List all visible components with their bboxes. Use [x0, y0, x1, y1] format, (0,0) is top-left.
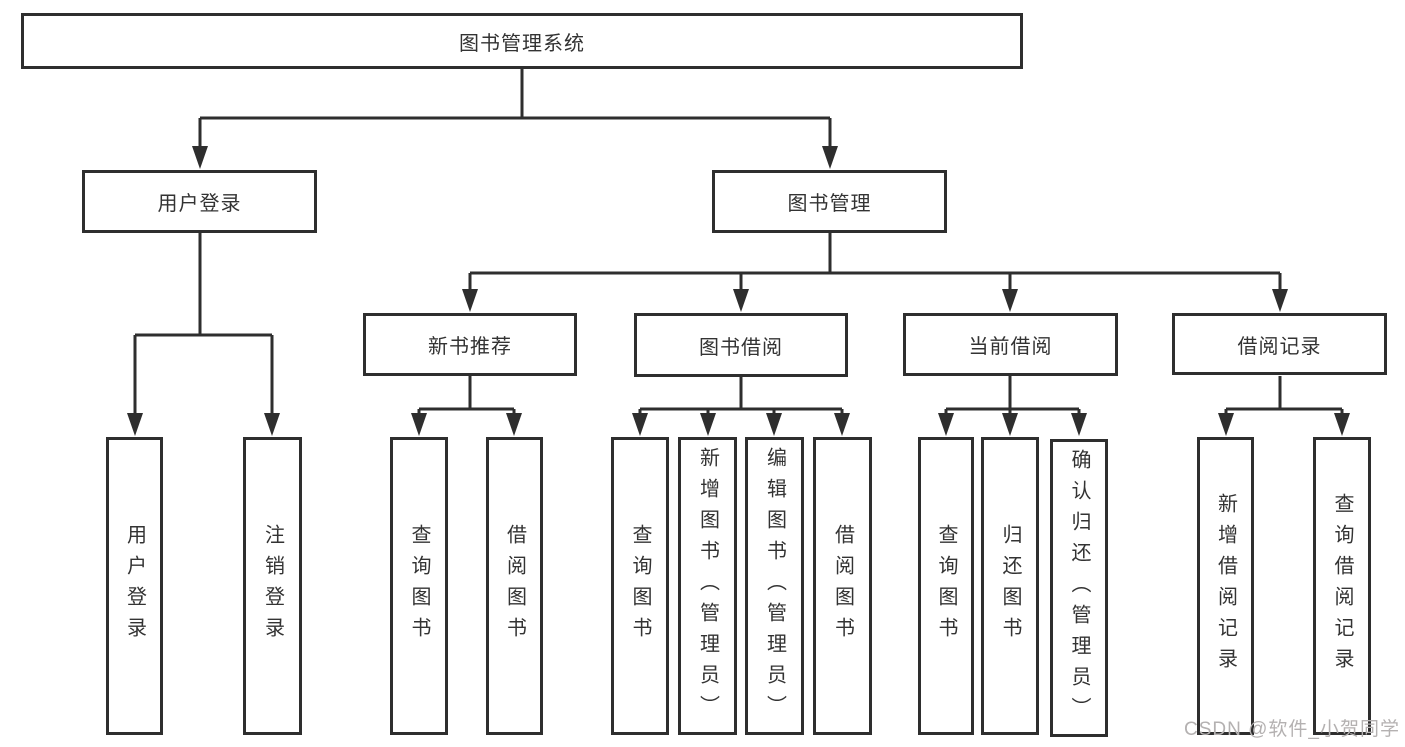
arrowhead-down-icon — [1272, 289, 1288, 312]
leaf-add-borrow-record-label: 新增借阅记录 — [1214, 493, 1237, 679]
node-book-borrowing: 图书借阅 — [634, 313, 848, 377]
arrowhead-down-icon — [822, 146, 838, 169]
arrowhead-down-icon — [632, 413, 648, 436]
leaf-user-login-label: 用户登录 — [123, 524, 146, 648]
node-root: 图书管理系统 — [21, 13, 1023, 69]
leaf-edit-books-admin: 编辑图书（管理员） — [745, 437, 804, 735]
leaf-query-books-1: 查询图书 — [390, 437, 448, 735]
leaf-borrow-books-1: 借阅图书 — [486, 437, 543, 735]
node-current-borrowing-label: 当前借阅 — [968, 336, 1053, 358]
connector-newbooks-to-children — [417, 376, 516, 417]
leaf-edit-books-admin-label: 编辑图书（管理员） — [763, 446, 786, 726]
arrowhead-down-icon — [700, 413, 716, 436]
arrowhead-down-icon — [938, 413, 954, 436]
connector-records-to-children — [1224, 376, 1344, 417]
node-borrow-records-label: 借阅记录 — [1237, 335, 1322, 358]
leaf-borrow-books-1-label: 借阅图书 — [503, 524, 526, 648]
node-new-book-recommend: 新书推荐 — [363, 313, 577, 376]
connector-userlogin-to-children — [133, 233, 274, 416]
leaf-query-books-3-label: 查询图书 — [935, 524, 957, 648]
arrowhead-down-icon — [411, 413, 427, 436]
node-root-label: 图书管理系统 — [459, 32, 585, 55]
arrowhead-down-icon — [127, 413, 143, 436]
arrowhead-down-icon — [733, 289, 749, 312]
connector-borrowing-to-children — [638, 376, 844, 417]
leaf-confirm-return-admin: 确认归还（管理员） — [1050, 439, 1108, 737]
arrowhead-down-icon — [1071, 413, 1087, 436]
leaf-return-books-label: 归还图书 — [999, 524, 1021, 648]
leaf-query-borrow-record: 查询借阅记录 — [1313, 437, 1371, 735]
connector-root-to-level2 — [198, 69, 832, 150]
arrowhead-down-icon — [192, 146, 208, 169]
node-book-borrowing-label: 图书借阅 — [699, 336, 783, 359]
leaf-user-login: 用户登录 — [106, 437, 163, 735]
arrowhead-down-icon — [766, 413, 782, 436]
arrowhead-down-icon — [506, 413, 522, 436]
arrowhead-down-icon — [264, 413, 280, 436]
leaf-query-books-1-label: 查询图书 — [408, 524, 430, 648]
leaf-return-books: 归还图书 — [981, 437, 1039, 735]
watermark-text: CSDN @软件_小贺同学 — [1184, 719, 1400, 740]
leaf-query-books-2: 查询图书 — [611, 437, 669, 735]
node-book-management: 图书管理 — [712, 170, 947, 233]
node-borrow-records: 借阅记录 — [1172, 313, 1387, 375]
leaf-query-books-3: 查询图书 — [918, 437, 974, 735]
leaf-borrow-books-2: 借阅图书 — [813, 437, 872, 735]
leaf-logout-label: 注销登录 — [261, 524, 284, 648]
leaf-add-books-admin-label: 新增图书（管理员） — [696, 446, 719, 726]
arrowhead-down-icon — [834, 413, 850, 436]
connector-current-to-children — [944, 376, 1081, 417]
node-user-login-label: 用户登录 — [157, 193, 242, 215]
leaf-add-books-admin: 新增图书（管理员） — [678, 437, 737, 735]
node-user-login: 用户登录 — [82, 170, 317, 233]
leaf-add-borrow-record: 新增借阅记录 — [1197, 437, 1254, 735]
leaf-query-books-2-label: 查询图书 — [629, 524, 651, 648]
connector-bookmgmt-to-level3 — [468, 233, 1282, 293]
arrowhead-down-icon — [1334, 413, 1350, 436]
node-new-book-recommend-label: 新书推荐 — [428, 336, 512, 358]
arrowhead-down-icon — [1218, 413, 1234, 436]
leaf-confirm-return-admin-label: 确认归还（管理员） — [1068, 448, 1090, 728]
arrowhead-down-icon — [1002, 289, 1018, 312]
node-book-management-label: 图书管理 — [787, 193, 872, 215]
arrowhead-down-icon — [462, 289, 478, 312]
leaf-query-borrow-record-label: 查询借阅记录 — [1331, 493, 1353, 679]
arrowhead-down-icon — [1002, 413, 1018, 436]
leaf-logout: 注销登录 — [243, 437, 302, 735]
node-current-borrowing: 当前借阅 — [903, 313, 1118, 376]
leaf-borrow-books-2-label: 借阅图书 — [831, 524, 854, 648]
